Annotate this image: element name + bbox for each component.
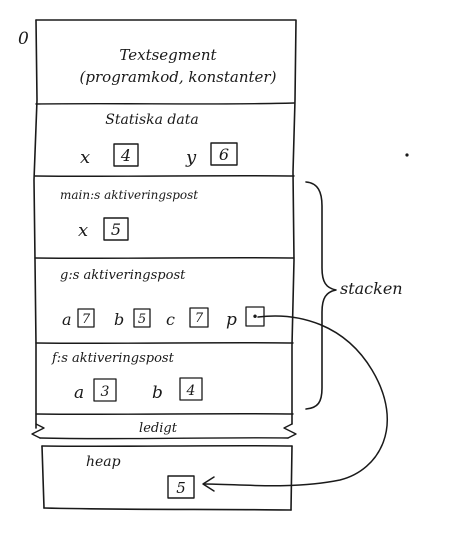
stray-dot bbox=[405, 153, 409, 157]
g-var-c-value: 7 bbox=[195, 311, 204, 326]
divider-f-free bbox=[35, 413, 294, 415]
g-var-p-name: p bbox=[226, 310, 237, 330]
address-zero-label: 0 bbox=[18, 29, 29, 49]
g-var-a-value: 7 bbox=[82, 312, 91, 327]
g-frame-title: g:s aktiveringspost bbox=[60, 268, 186, 283]
heap-left-edge bbox=[41, 445, 45, 509]
f-frame-title: f:s aktiveringspost bbox=[51, 351, 175, 366]
memory-right-edge bbox=[35, 19, 297, 425]
stack-label: stacken bbox=[340, 279, 403, 298]
g-var-p-value: • bbox=[251, 310, 258, 324]
static-var-y-name: y bbox=[185, 147, 197, 168]
stack-brace bbox=[305, 181, 337, 410]
heap-bottom-edge bbox=[43, 507, 292, 511]
text-segment-subtitle: (programkod, konstanter) bbox=[80, 68, 277, 86]
pointer-arrowhead bbox=[202, 476, 215, 492]
f-var-b-name: b bbox=[152, 383, 163, 403]
static-var-y-value: 6 bbox=[219, 145, 229, 164]
heap-right-edge bbox=[290, 445, 293, 511]
text-segment-title: Textsegment bbox=[119, 46, 217, 64]
static-var-x-value: 4 bbox=[120, 146, 131, 165]
f-var-b-box bbox=[179, 377, 203, 401]
heap-top-edge bbox=[41, 444, 293, 448]
divider-main-g bbox=[34, 257, 295, 259]
free-space-label: ledigt bbox=[139, 421, 178, 436]
main-var-x-name: x bbox=[78, 220, 88, 241]
f-var-a-box bbox=[93, 378, 117, 402]
memory-left-edge bbox=[33, 19, 38, 429]
g-var-b-value: 5 bbox=[138, 312, 146, 327]
f-var-a-name: a bbox=[74, 383, 84, 403]
divider-static-main bbox=[34, 175, 295, 177]
pointer-arrow bbox=[203, 315, 388, 487]
static-data-title: Statiska data bbox=[105, 112, 198, 128]
divider-free-bottom bbox=[39, 437, 289, 440]
g-var-b-box bbox=[133, 308, 151, 328]
break-mark-left bbox=[31, 423, 45, 439]
static-var-y-box bbox=[210, 142, 238, 166]
heap-value: 5 bbox=[176, 479, 186, 497]
g-var-a-name: a bbox=[62, 310, 72, 329]
f-var-a-value: 3 bbox=[101, 384, 110, 400]
g-var-c-box bbox=[189, 307, 209, 328]
g-var-a-box bbox=[77, 308, 95, 328]
g-var-c-name: c bbox=[166, 310, 175, 329]
static-var-x-name: x bbox=[80, 147, 90, 168]
heap-title: heap bbox=[86, 454, 121, 470]
static-var-x-box bbox=[113, 143, 139, 167]
break-mark-right bbox=[283, 423, 297, 439]
divider-text-static bbox=[35, 102, 295, 105]
main-var-x-value: 5 bbox=[111, 220, 121, 239]
heap-value-box bbox=[167, 475, 195, 499]
divider-g-f bbox=[35, 342, 294, 344]
f-var-b-value: 4 bbox=[186, 383, 196, 399]
g-var-b-name: b bbox=[114, 310, 124, 329]
main-var-x-box bbox=[103, 217, 129, 241]
main-frame-title: main:s aktiveringspost bbox=[60, 188, 198, 202]
